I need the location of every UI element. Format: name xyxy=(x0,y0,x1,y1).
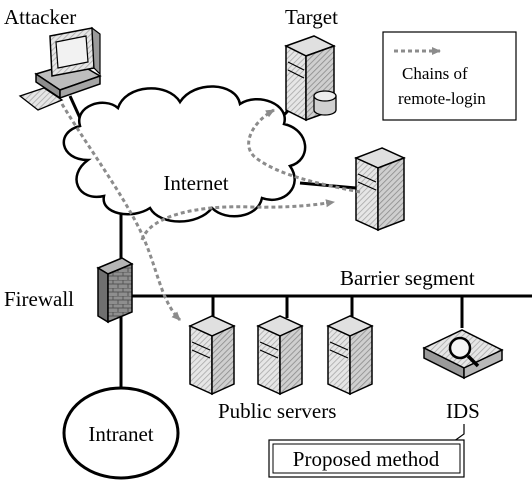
public-server-3-icon xyxy=(326,315,374,396)
server-link xyxy=(299,181,357,190)
internet-cloud: Internet xyxy=(62,85,307,223)
firewall-icon xyxy=(96,257,134,324)
intranet-node: Intranet xyxy=(62,386,180,480)
firewall-label: Firewall xyxy=(4,287,74,311)
ids-label: IDS xyxy=(446,399,480,423)
target-server-icon xyxy=(284,35,337,122)
magnifier-icon xyxy=(448,336,472,360)
proposed-method-label: Proposed method xyxy=(293,447,440,471)
remote-login-chains xyxy=(60,103,361,322)
target-label: Target xyxy=(285,5,338,29)
chain-attacker-to-public-server xyxy=(60,103,182,322)
relay-server-icon xyxy=(354,147,406,232)
attacker-label: Attacker xyxy=(4,5,76,29)
attacker-computer-icon xyxy=(18,26,102,111)
legend-line-1: Chains of xyxy=(402,64,468,83)
legend-box: Chains of remote-login xyxy=(382,31,517,121)
public-servers-label: Public servers xyxy=(218,399,336,423)
proposed-method-box: Proposed method xyxy=(268,439,465,478)
ids-device-icon xyxy=(422,329,504,380)
legend-line-2: remote-login xyxy=(398,89,486,108)
barrier-segment-label: Barrier segment xyxy=(340,266,475,290)
chain-to-relay-server xyxy=(140,199,335,241)
intranet-label: Intranet xyxy=(88,422,153,446)
chain-to-target xyxy=(247,108,361,194)
public-server-2-icon xyxy=(256,315,304,396)
public-server-1-icon xyxy=(188,315,236,396)
internet-label: Internet xyxy=(163,171,228,195)
